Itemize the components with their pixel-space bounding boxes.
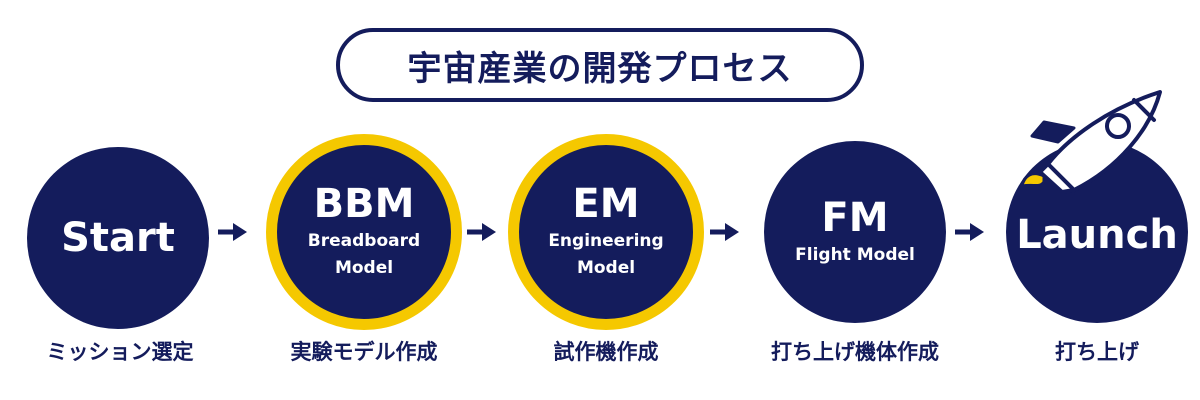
step-bbm-sub2: Model xyxy=(334,258,394,278)
caption-em: 試作機作成 xyxy=(553,340,659,364)
step-bbm-circle: BBM Breadboard Model xyxy=(266,134,462,330)
step-fm-circle: FM Flight Model xyxy=(764,141,946,323)
step-em-label: EM xyxy=(572,181,640,227)
step-start-label: Start xyxy=(61,215,175,261)
arrow-right-icon xyxy=(218,223,247,241)
arrow-right-icon xyxy=(710,223,739,241)
caption-launch: 打ち上げ xyxy=(1055,340,1139,364)
step-em-sub2: Model xyxy=(576,258,636,278)
title-pill: 宇宙産業の開発プロセス xyxy=(336,28,864,102)
step-fm-label: FM xyxy=(821,194,889,241)
arrow-right-icon xyxy=(955,223,984,241)
caption-fm: 打ち上げ機体作成 xyxy=(771,340,939,364)
caption-bbm: 実験モデル作成 xyxy=(290,340,438,364)
arrow-right-icon xyxy=(467,223,496,241)
caption-start: ミッション選定 xyxy=(46,340,194,364)
step-launch-label: Launch xyxy=(1016,212,1178,258)
step-start-circle: Start xyxy=(27,147,209,329)
step-bbm-label: BBM xyxy=(313,181,415,227)
rocket-icon xyxy=(1020,90,1162,200)
diagram-title: 宇宙産業の開発プロセス xyxy=(407,48,793,89)
step-fm-sub1: Flight Model xyxy=(795,244,915,265)
step-em-sub1: Engineering xyxy=(548,231,664,251)
step-bbm-sub1: Breadboard xyxy=(307,231,421,251)
step-em-circle: EM Engineering Model xyxy=(508,134,704,330)
